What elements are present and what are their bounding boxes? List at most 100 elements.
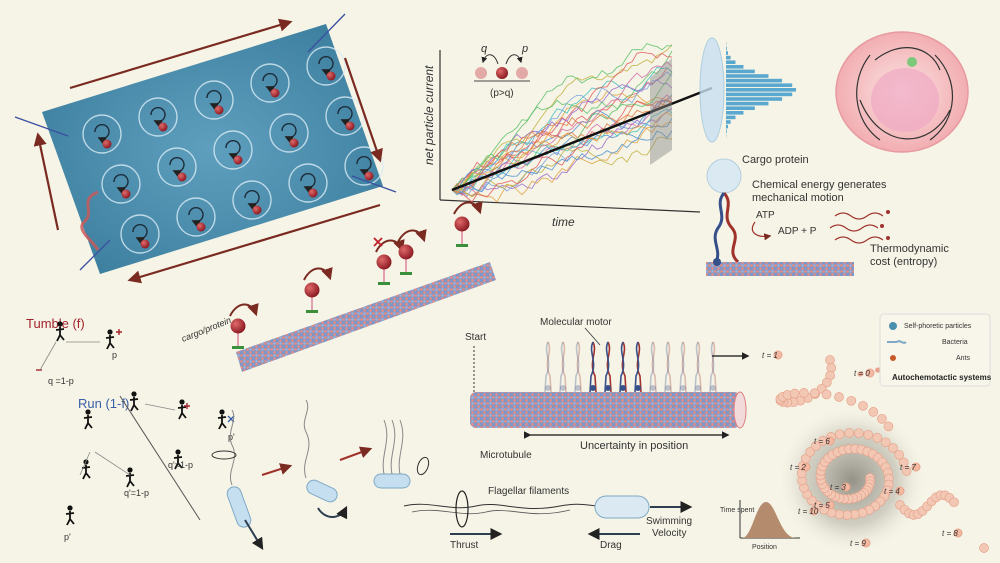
cytoskeleton-fibers — [856, 47, 954, 141]
hop-left-arrow — [481, 54, 499, 65]
motor-strand-blue — [694, 341, 700, 393]
mean-drift-line — [451, 86, 713, 192]
time-label: t = 7 — [900, 463, 916, 472]
particle — [326, 71, 336, 81]
hist-y-label-1: Time spent — [720, 507, 754, 514]
time-label: t = 3 — [830, 483, 846, 492]
bacteria-sequence — [211, 399, 430, 551]
histogram-bar — [726, 65, 744, 69]
walk-y-label: net particle current — [422, 65, 436, 165]
flagella-panel: Flagellar filaments Thrust Drag Swimming… — [403, 486, 693, 551]
walk-x-label: time — [552, 215, 575, 229]
particle — [177, 172, 187, 182]
walker-icon — [105, 335, 115, 350]
hop-arrow — [303, 266, 333, 281]
bacterium-3 — [373, 473, 411, 489]
motor-foot — [545, 385, 551, 391]
time-bead — [825, 436, 835, 446]
diagonal-microtubule — [236, 262, 496, 372]
time-bead — [953, 528, 963, 538]
particle — [196, 222, 206, 232]
p-prob-3: p' — [228, 432, 235, 442]
particle — [270, 88, 280, 98]
trajectory-bead — [901, 466, 912, 476]
bacterium-2 — [306, 479, 338, 503]
trajectory — [451, 118, 673, 196]
microtubule-label: Microtubule — [480, 450, 532, 461]
rotor-ring-1 — [211, 450, 237, 460]
molecular-motor-label: Molecular motor — [540, 317, 612, 328]
motor-panel: Cargo protein Chemical energy generates … — [706, 154, 949, 276]
motor-strand-blue — [589, 341, 595, 393]
trajectory-bead — [821, 377, 832, 388]
p-prob-1: p — [112, 350, 117, 360]
motor-foot — [680, 385, 686, 391]
vortex-ring — [288, 163, 328, 203]
hop-arrow — [453, 200, 483, 215]
swimming-cell — [594, 495, 650, 519]
motor-foot — [713, 258, 721, 266]
cargo-particle — [304, 282, 320, 298]
blocked-hop-mark — [373, 237, 383, 247]
trajectory-bead — [880, 437, 891, 448]
histogram-bar — [726, 101, 769, 106]
histogram-bar — [726, 124, 728, 129]
motor-strand-red — [546, 341, 552, 393]
trajectory-bead — [868, 407, 879, 417]
trajectory-bead — [809, 388, 820, 398]
trajectory — [451, 42, 673, 191]
vortex-ring — [120, 214, 160, 254]
time-label: t = 1 — [762, 351, 778, 360]
histogram-bar — [726, 115, 736, 120]
trajectory-bead — [825, 355, 835, 365]
thermo-line-2: cost (entropy) — [870, 256, 937, 268]
trajectory — [451, 90, 673, 191]
microtubule-panel: Start Molecular motor Microtubule Uncert… — [465, 317, 750, 461]
flagellar-filament-path-2 — [411, 509, 571, 515]
histogram-bar — [726, 120, 731, 124]
time-label: t = 5 — [814, 501, 830, 510]
particle — [140, 239, 150, 249]
vortex-rotation-icon — [300, 173, 316, 194]
progress-arrow-2 — [339, 446, 373, 461]
axis-tick-nw — [14, 116, 69, 137]
motor-strand-blue — [679, 341, 685, 393]
thermo-line-1: Thermodynamic — [870, 243, 949, 255]
motor-foot — [710, 385, 716, 391]
trajectory-bead — [858, 400, 868, 411]
walker-icon — [55, 327, 65, 342]
microtubule-tube — [470, 392, 740, 428]
trajectory — [451, 111, 673, 203]
walk-trajectories — [451, 42, 673, 203]
motor-strand-blue — [619, 341, 625, 393]
motor-strand-blue — [559, 341, 565, 393]
vortex-ring — [176, 197, 216, 237]
motor-foot — [695, 385, 701, 391]
vortex-ring — [101, 164, 141, 204]
flagellum-3 — [382, 419, 404, 475]
time-bead — [825, 500, 835, 510]
particle — [102, 139, 112, 149]
legend-title: Autochemotactic systems — [892, 373, 992, 382]
atp-label: ATP — [756, 210, 775, 221]
cargo-particle — [230, 318, 246, 334]
trajectory-bead — [821, 389, 832, 400]
vortex-rotation-icon — [225, 140, 241, 161]
branch-e — [144, 403, 176, 411]
particle — [121, 189, 131, 199]
time-label: t = 6 — [814, 437, 830, 446]
motor-track — [706, 262, 854, 276]
trajectory — [451, 72, 673, 191]
filaments-label: Flagellar filaments — [488, 486, 569, 497]
trajectory-bead — [949, 497, 959, 508]
branch-c — [79, 451, 91, 476]
vortex-rotation-icon — [318, 56, 334, 77]
run-tumble-panel: Tumble (f) Run (1-f) q =1-p p q'=1-p q'=… — [26, 316, 235, 542]
walker-head — [57, 321, 63, 327]
histogram-bar — [726, 88, 796, 92]
hop-p-label: p — [521, 43, 528, 55]
walker-head — [175, 449, 181, 455]
particle — [233, 155, 243, 165]
legend-box — [879, 313, 991, 387]
start-label: Start — [465, 332, 486, 343]
